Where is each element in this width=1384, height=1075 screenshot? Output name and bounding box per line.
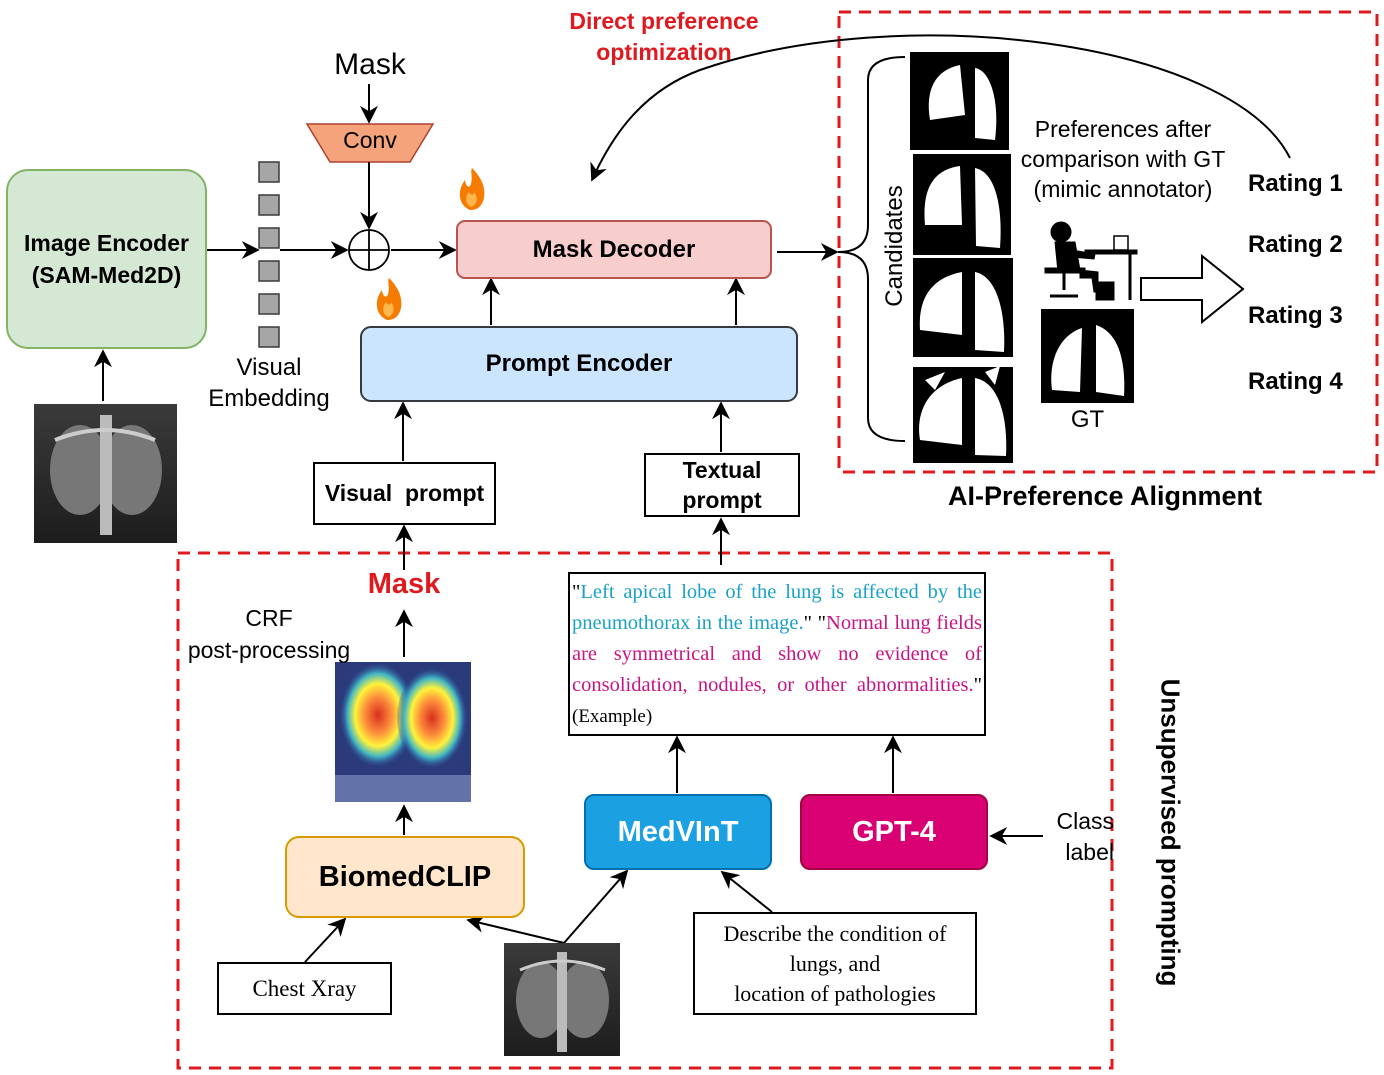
rating-1: Rating 1 — [1248, 170, 1343, 197]
describe-line1: Describe the condition of — [723, 920, 947, 946]
dpo-line1: Direct preference — [569, 8, 759, 34]
gt-mask — [1041, 309, 1134, 403]
chest-xray-image-bottom — [504, 943, 620, 1056]
preferences-line3: (mimic annotator) — [1033, 176, 1213, 202]
example-pink-text: Normal lung fields are symmetrical and s… — [572, 612, 982, 696]
unsupervised-title: Unsupervised prompting — [1155, 678, 1186, 987]
image-encoder-title: Image Encoder — [24, 230, 189, 256]
gpt4-label: GPT-4 — [852, 815, 936, 848]
prompt-encoder-block: Prompt Encoder — [360, 326, 798, 402]
arrow-xray-biomedclip — [466, 915, 565, 944]
textual-prompt-box: Textual prompt — [644, 453, 800, 517]
candidate-mask-2 — [913, 154, 1011, 255]
class-label-line2: label — [1065, 839, 1114, 865]
mask-decoder-label: Mask Decoder — [532, 235, 696, 263]
preferences-line2: comparison with GT — [1020, 146, 1226, 172]
example-quote-close: " — [973, 674, 982, 696]
visual-prompt-label: Visual prompt — [324, 480, 485, 506]
rating-2: Rating 2 — [1248, 231, 1343, 258]
image-encoder-block: Image Encoder (SAM-Med2D) — [6, 169, 207, 349]
arrow-chestxray-biomedclip — [304, 917, 347, 963]
candidate-mask-1 — [910, 52, 1009, 150]
example-quote-open: " — [572, 581, 581, 603]
chest-xray-label: Chest Xray — [252, 975, 357, 1001]
rating-3: Rating 3 — [1248, 302, 1343, 329]
example-quote-mid: " " — [803, 612, 827, 634]
person-at-desk-icon — [1044, 221, 1138, 301]
chest-xray-image-top — [34, 404, 177, 543]
alignment-frame — [837, 10, 1379, 474]
crf-label: CRF post-processing — [178, 602, 360, 666]
medvint-block: MedVInT — [584, 794, 772, 870]
gpt4-block: GPT-4 — [800, 794, 988, 870]
biomedclip-label: BiomedCLIP — [318, 860, 492, 893]
rating-4: Rating 4 — [1248, 368, 1343, 395]
arrow-dpo-feedback — [590, 34, 1291, 182]
crf-line2: post-processing — [187, 637, 351, 663]
example-text-box: "Left apical lobe of the lung is affecte… — [568, 572, 986, 736]
textual-prompt-line1: Textual — [682, 457, 762, 483]
visual-embedding-tokens — [258, 161, 280, 348]
prompt-encoder-label: Prompt Encoder — [485, 350, 673, 377]
arrow-xray-medvint — [563, 869, 629, 944]
example-tag: (Example) — [572, 706, 653, 727]
arrow-describe-medvint — [720, 870, 773, 913]
candidates-label: Candidates — [881, 185, 908, 307]
conv-label: Conv — [343, 127, 397, 153]
crf-line1: CRF — [245, 605, 293, 631]
dpo-line2: optimization — [596, 39, 732, 65]
mask-input-label: Mask — [334, 48, 406, 81]
class-label: Class label — [1040, 806, 1114, 868]
class-label-line1: Class — [1056, 808, 1114, 834]
preferences-label: Preferences after comparison with GT (mi… — [1006, 114, 1240, 204]
hollow-arrow-icon — [1140, 253, 1245, 325]
mask-decoder-block: Mask Decoder — [456, 220, 772, 279]
mask-output-label: Mask — [367, 568, 441, 600]
candidates-brace — [837, 56, 906, 442]
describe-prompt-box: Describe the condition of lungs, and loc… — [693, 912, 977, 1015]
conv-block — [305, 123, 435, 163]
describe-line3: location of pathologies — [734, 980, 936, 1006]
candidate-mask-4 — [913, 366, 1013, 463]
circle-plus-icon — [348, 229, 390, 271]
gt-label: GT — [1070, 406, 1105, 433]
textual-prompt-line2: prompt — [682, 487, 762, 513]
fire-icon — [459, 168, 485, 210]
describe-line2: lungs, and — [789, 950, 881, 976]
biomedclip-block: BiomedCLIP — [285, 836, 525, 918]
fire-icon — [376, 278, 402, 320]
alignment-title: AI-Preference Alignment — [947, 481, 1263, 511]
chest-xray-box: Chest Xray — [217, 962, 392, 1015]
medvint-label: MedVInT — [617, 815, 739, 848]
visual-embedding-line2: Embedding — [208, 385, 330, 412]
candidate-mask-3 — [913, 258, 1013, 357]
dpo-label: Direct preference optimization — [540, 6, 788, 68]
image-encoder-subtitle: (SAM-Med2D) — [31, 262, 182, 288]
example-blue-text: Left apical lobe of the lung is affected… — [572, 581, 982, 634]
visual-embedding-line1: Visual — [236, 354, 302, 381]
heatmap-image — [335, 662, 471, 802]
visual-embedding-label: Visual Embedding — [196, 352, 342, 414]
visual-prompt-box: Visual prompt — [313, 462, 496, 525]
preferences-line1: Preferences after — [1034, 116, 1212, 142]
unsupervised-frame — [176, 551, 1114, 1070]
